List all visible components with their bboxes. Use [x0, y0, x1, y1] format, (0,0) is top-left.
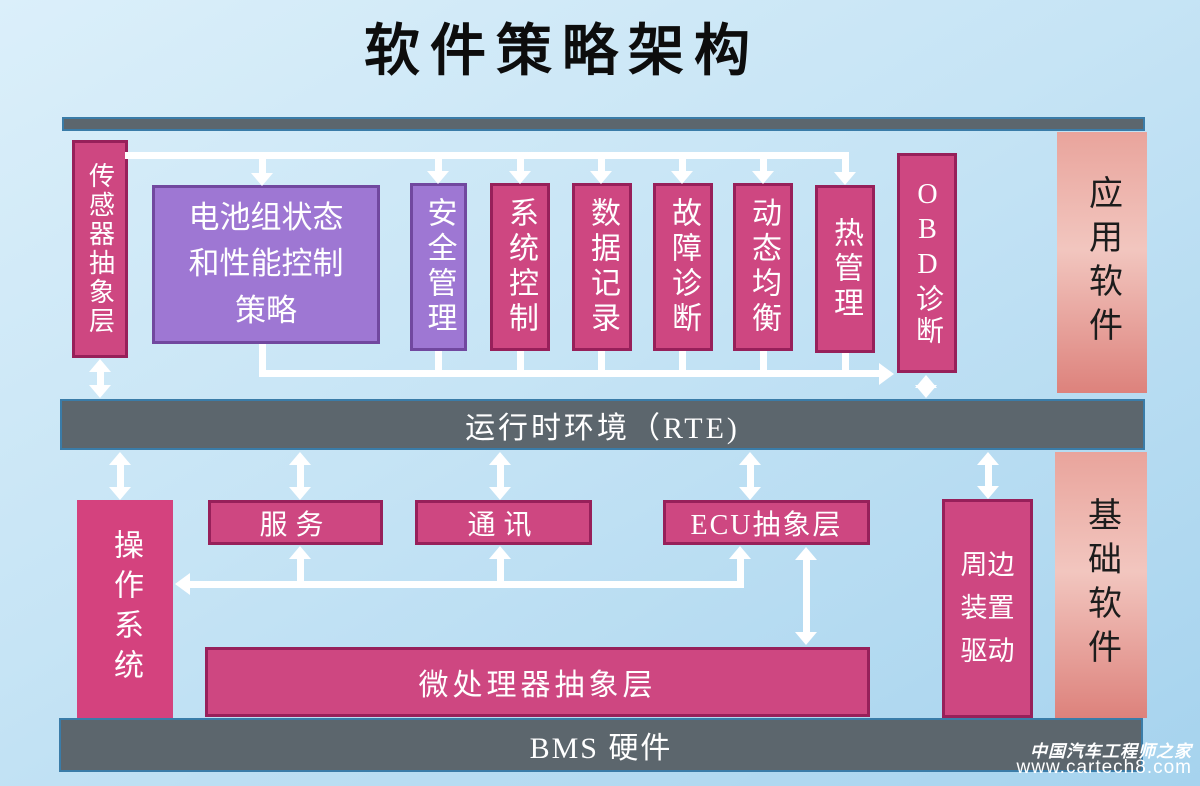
arrow-head-down [509, 171, 531, 184]
data-logging-label: 数据记录 [586, 197, 619, 337]
fault-diagnosis-box: 故障诊断 [653, 183, 713, 351]
arrow-line [517, 351, 524, 372]
arrow-line [760, 157, 767, 171]
bms-hardware-label: BMS 硬件 [529, 732, 673, 765]
dynamic-balancing-label: 动态均衡 [747, 197, 780, 337]
peripheral-driver-box: 周边装置驱动 [942, 499, 1033, 718]
battery-strategy-box: 电池组状态和性能控制策略 [152, 185, 380, 344]
arrow-head-down [109, 487, 131, 500]
arrow-head-up [289, 546, 311, 559]
arrow-head-down [251, 173, 273, 186]
bms-hardware-bar: BMS 硬件 [59, 718, 1143, 772]
fault-diagnosis-label: 故障诊断 [667, 197, 700, 337]
communication-label: 通讯 [467, 509, 540, 541]
arrow-line [985, 463, 992, 487]
arrow-head-up [729, 546, 751, 559]
watermark-site-name: 中国汽车工程师之家 [1030, 742, 1192, 761]
arrow-head-down [671, 171, 693, 184]
ecu-abstraction-label: ECU抽象层 [690, 509, 843, 541]
system-control-label: 系统控制 [504, 197, 537, 337]
safety-management-label: 安全管理 [422, 197, 456, 337]
communication-box: 通讯 [415, 500, 592, 545]
arrow-head-down [915, 385, 937, 398]
arrow-line [842, 152, 849, 173]
battery-strategy-label: 电池组状态和性能控制策略 [188, 199, 344, 328]
arrow-head-up [915, 375, 937, 388]
arrow-line [435, 157, 442, 171]
basic-software-label: 基础软件 [1082, 497, 1120, 673]
system-control-box: 系统控制 [490, 183, 550, 351]
arrow-head-up [89, 359, 111, 372]
arrow-line [598, 157, 605, 171]
application-layer-top-bar [62, 117, 1145, 131]
arrow-head-up [289, 452, 311, 465]
operating-system-box: 操作系统 [77, 500, 173, 718]
arrow-head-down [427, 171, 449, 184]
arrow-line [297, 557, 304, 583]
arrow-line [189, 581, 744, 588]
arrow-line [679, 157, 686, 171]
arrow-line [259, 370, 879, 377]
thermal-management-box: 热管理 [815, 185, 875, 353]
arrow-head-down [795, 632, 817, 645]
services-label: 服务 [259, 509, 332, 541]
arrow-line [259, 157, 266, 173]
arrow-line [679, 351, 686, 372]
arrow-head-up [795, 547, 817, 560]
arrow-line [803, 558, 810, 634]
arrow-line [842, 353, 849, 372]
ecu-abstraction-box: ECU抽象层 [663, 500, 870, 545]
arrow-head-down [289, 487, 311, 500]
operating-system-label: 操作系统 [109, 529, 142, 689]
arrow-head-down [489, 487, 511, 500]
arrow-line [737, 557, 744, 585]
arrow-head-up [109, 452, 131, 465]
arrow-head-down [590, 171, 612, 184]
obd-diagnosis-label: OBD诊断 [912, 178, 943, 348]
arrow-line [598, 351, 605, 372]
arrow-head-up [977, 452, 999, 465]
application-software-label: 应用软件 [1083, 174, 1121, 351]
arrow-line [97, 370, 104, 387]
arrow-head-up [489, 546, 511, 559]
rte-bar: 运行时环境（RTE) [60, 399, 1145, 450]
arrow-head-down [752, 171, 774, 184]
arrow-head-down [89, 385, 111, 398]
arrow-line [747, 463, 754, 488]
arrow-line [435, 351, 442, 372]
safety-management-box: 安全管理 [410, 183, 467, 351]
mcu-abstraction-box: 微处理器抽象层 [205, 647, 870, 717]
arrow-head-down [739, 487, 761, 500]
sensor-abstraction-box: 传感器抽象层 [72, 140, 128, 358]
arrow-line [497, 557, 504, 583]
arrow-line [117, 463, 124, 488]
page-title: 软件策略架构 [364, 21, 760, 83]
arrow-head-up [489, 452, 511, 465]
application-software-box: 应用软件 [1057, 132, 1147, 393]
basic-software-box: 基础软件 [1055, 452, 1147, 718]
sensor-abstraction-label: 传感器抽象层 [85, 162, 115, 336]
mcu-abstraction-label: 微处理器抽象层 [418, 669, 657, 702]
arrow-head-left [175, 573, 190, 595]
services-box: 服务 [208, 500, 383, 545]
dynamic-balancing-box: 动态均衡 [733, 183, 793, 351]
thermal-management-label: 热管理 [829, 216, 862, 322]
data-logging-box: 数据记录 [572, 183, 632, 351]
arrow-line [760, 351, 767, 372]
rte-bar-label: 运行时环境（RTE) [465, 411, 740, 445]
arrow-line [125, 152, 849, 159]
arrow-line [297, 463, 304, 488]
arrow-line [259, 344, 266, 377]
arrow-head-down [977, 486, 999, 499]
peripheral-driver-label: 周边装置驱动 [960, 549, 1015, 667]
obd-diagnosis-box: OBD诊断 [897, 153, 957, 373]
arrow-head-down [834, 172, 856, 185]
arrow-line [517, 157, 524, 171]
watermark-site-url: www.cartech8.com [1016, 757, 1192, 778]
arrow-head-right [879, 363, 894, 385]
arrow-head-up [739, 452, 761, 465]
arrow-line [497, 463, 504, 488]
